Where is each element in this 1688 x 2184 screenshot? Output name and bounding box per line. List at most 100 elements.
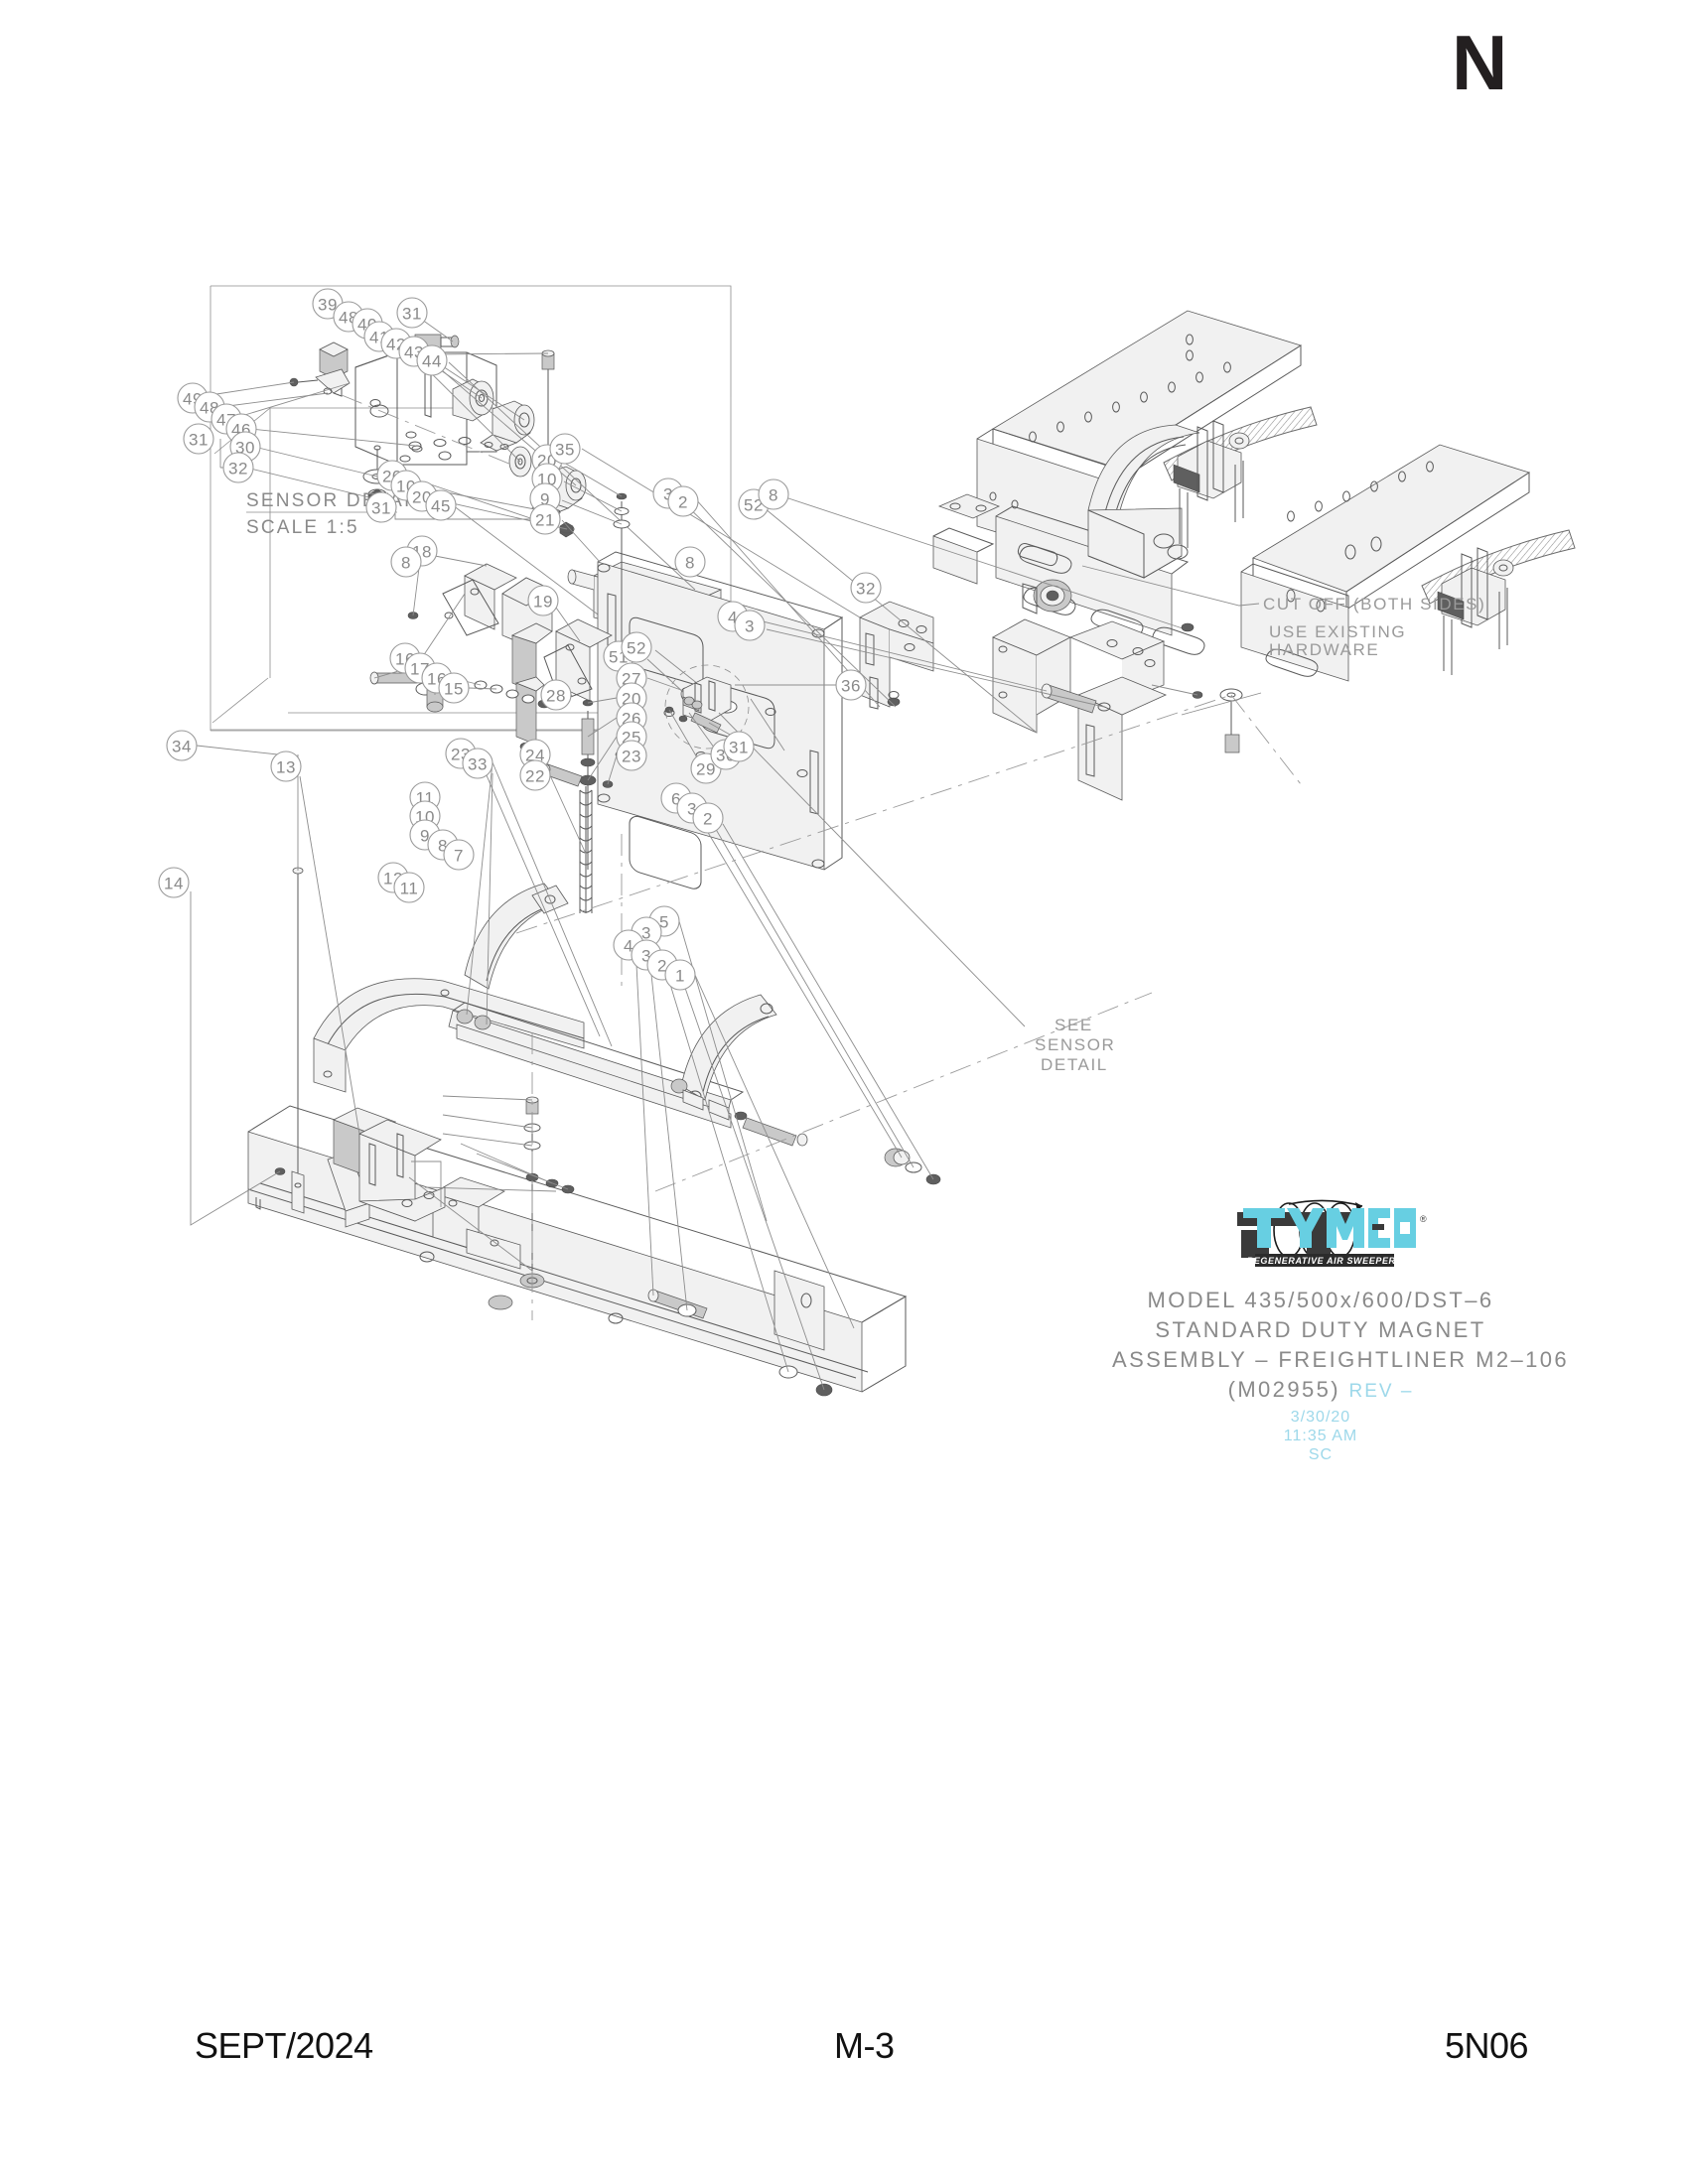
- callout-number: 8: [401, 554, 411, 573]
- callout-bubble: 13: [270, 751, 302, 782]
- page-footer: SEPT/2024 M-3 5N06: [0, 2025, 1688, 2095]
- callout-number: 45: [431, 497, 451, 516]
- callout-number: 9: [540, 490, 550, 509]
- callout-number: 23: [622, 748, 641, 766]
- callout-number: 2: [678, 493, 688, 512]
- callout-number: 7: [454, 847, 464, 866]
- callout-circle: [166, 730, 198, 761]
- right-bracket-hardware: [754, 618, 1243, 753]
- callout-number: 13: [276, 758, 296, 777]
- callout-number: 34: [172, 738, 192, 756]
- callout-bubble: 1: [664, 959, 696, 991]
- detail-scale: SCALE 1:5: [246, 517, 359, 538]
- callout-circle: [390, 546, 422, 578]
- footer-page-number: M-3: [834, 2025, 895, 2066]
- callout-bubble: 15: [438, 672, 470, 704]
- note-see-sensor-2: SENSOR: [1035, 1035, 1115, 1054]
- title-text-lines: MODEL 435/500x/600/DST–6 STANDARD DUTY M…: [1112, 1286, 1569, 1407]
- callout-number: 8: [769, 486, 778, 505]
- callout-number: 35: [555, 441, 575, 460]
- callout-number: 32: [228, 460, 248, 478]
- callout-number: 4: [624, 937, 633, 956]
- callout-bubble: 36: [835, 669, 867, 701]
- callout-circle: [529, 503, 561, 535]
- title-line-4: (M02955): [1227, 1377, 1340, 1402]
- callout-number: 9: [420, 827, 430, 846]
- callout-circle: [183, 423, 214, 455]
- callout-bubble: 44: [416, 344, 448, 376]
- note-see-sensor-3: DETAIL: [1041, 1055, 1108, 1074]
- callout-number: 33: [468, 755, 488, 774]
- callout-number: 15: [444, 680, 464, 699]
- title-line-3: ASSEMBLY – FREIGHTLINER M2–106: [1112, 1347, 1569, 1372]
- callout-bubble: 11: [393, 872, 425, 903]
- footer-date: SEPT/2024: [195, 2025, 373, 2066]
- footer-code: 5N06: [1445, 2025, 1529, 2066]
- callout-circle: [270, 751, 302, 782]
- callout-number: 36: [841, 677, 861, 696]
- callout-bubble: 14: [158, 867, 190, 898]
- callout-number: 3: [745, 617, 755, 636]
- callout-circle: [393, 872, 425, 903]
- callout-circle: [758, 478, 789, 510]
- callout-bubble: 23: [616, 740, 647, 771]
- callout-number: 5: [659, 913, 669, 932]
- callout-number: 52: [744, 496, 764, 515]
- callout-number: 3: [663, 485, 673, 504]
- stamp-time: 11:35 AM: [1283, 1428, 1358, 1444]
- callout-bubble: 35: [549, 433, 581, 465]
- callout-bubble: 22: [519, 759, 551, 791]
- callout-bubble: 21: [529, 503, 561, 535]
- callout-bubble: 52: [621, 631, 652, 663]
- callout-circle: [549, 433, 581, 465]
- callout-number: 6: [671, 790, 681, 809]
- callout-circle: [222, 452, 254, 483]
- revision-label: REV –: [1348, 1381, 1414, 1402]
- callout-bubble: 31: [183, 423, 214, 455]
- title-line-2: STANDARD DUTY MAGNET: [1155, 1317, 1486, 1342]
- callout-number: 44: [422, 352, 442, 371]
- note-see-sensor-1: SEE: [1055, 1016, 1093, 1034]
- callout-circle: [519, 759, 551, 791]
- callout-bubble: 45: [425, 489, 457, 521]
- note-use-existing-2: HARDWARE: [1269, 640, 1379, 659]
- callout-circle: [692, 802, 724, 834]
- callout-circle: [723, 731, 755, 762]
- brand-tagline: REGENERATIVE AIR SWEEPERS: [1247, 1256, 1403, 1266]
- swing-arm: [313, 883, 808, 1147]
- frame-bushing: [1022, 579, 1072, 614]
- callout-circle: [396, 297, 428, 329]
- callout-circle: [734, 610, 766, 641]
- callout-number: 31: [729, 739, 749, 757]
- spring-clamp-lower: [1437, 547, 1514, 675]
- callout-bubble: 2: [667, 485, 699, 517]
- callout-circle: [425, 489, 457, 521]
- title-line-4-wrap: (M02955) REV –: [1112, 1375, 1529, 1407]
- registered-mark-icon: ®: [1420, 1214, 1427, 1224]
- callout-number: 21: [535, 511, 555, 530]
- title-line-1: MODEL 435/500x/600/DST–6: [1147, 1288, 1494, 1312]
- callout-bubble: 19: [527, 585, 559, 616]
- callout-bubble: 32: [222, 452, 254, 483]
- callout-number: 39: [318, 296, 338, 315]
- sensor-housing-13: [332, 1107, 446, 1222]
- callout-bubble: 3: [734, 610, 766, 641]
- callout-circle: [416, 344, 448, 376]
- callout-circle: [540, 679, 572, 711]
- diagram-svg: .ln{fill:none;stroke:#5a5a5a;stroke-widt…: [158, 285, 1576, 1397]
- callout-bubble: 8: [758, 478, 789, 510]
- approval-stamp: 3/30/20 11:35 AM SC: [1112, 1408, 1529, 1464]
- callout-circle: [443, 839, 475, 871]
- truck-frame-assembly: [932, 310, 1576, 682]
- note-use-existing-1: USE EXISTING: [1269, 622, 1406, 641]
- callout-number: 31: [402, 305, 422, 324]
- callout-circle: [667, 485, 699, 517]
- callout-bubble: 33: [462, 748, 493, 779]
- callout-circle: [365, 491, 397, 523]
- callout-number: 8: [438, 837, 448, 856]
- stamp-initials: SC: [1308, 1446, 1334, 1463]
- right-bracket-assembly: [992, 618, 1168, 801]
- callout-bubble: 7: [443, 839, 475, 871]
- callout-number: 2: [703, 810, 713, 829]
